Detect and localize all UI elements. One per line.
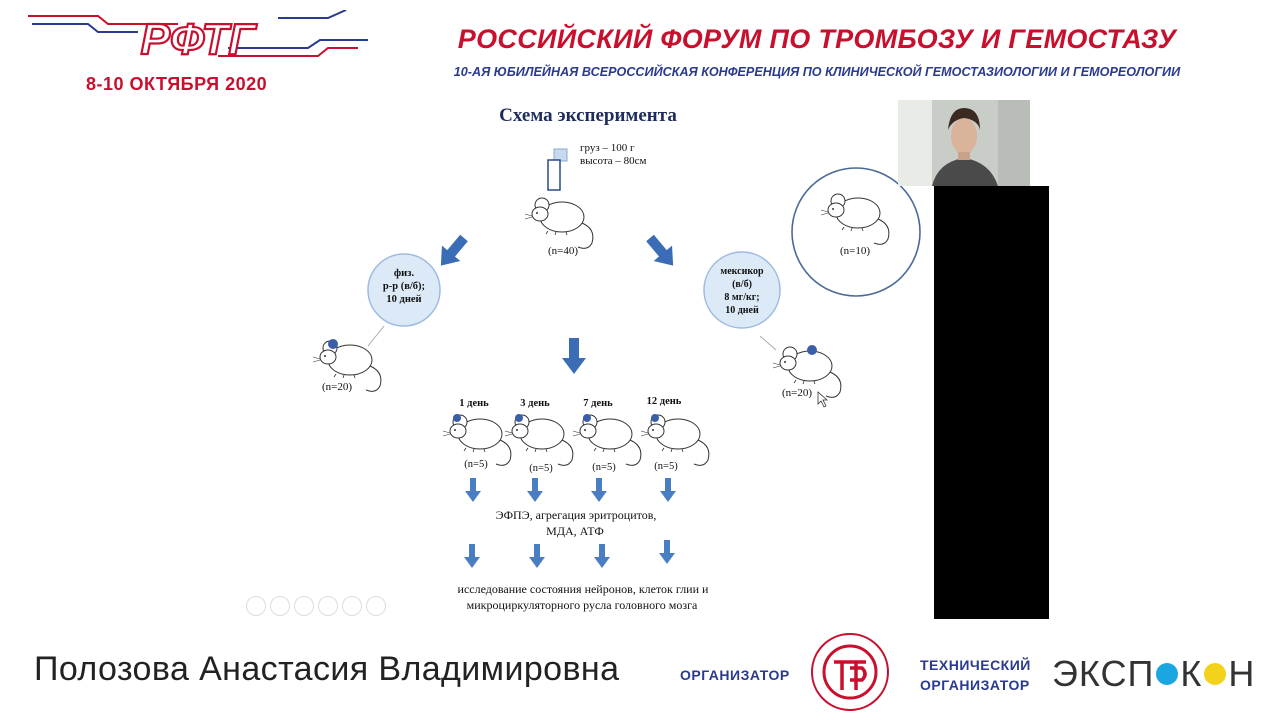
arrow-down-icon [529,544,545,568]
marker-dot [583,414,591,422]
speaker-name: Полозова Анастасия Владимировна [34,650,620,688]
day-label: 3 день [520,398,550,409]
forum-subtitle: 10-АЯ ЮБИЛЕЙНАЯ ВСЕРОССИЙСКАЯ КОНФЕРЕНЦИ… [453,65,1181,79]
left-group-count: (n=20) [322,381,352,393]
day-count: (n=5) [654,461,678,472]
expocon-logo: ЭКСП К Н [1052,652,1255,696]
day-count: (n=5) [529,463,553,474]
rat-icon [524,197,594,249]
day-label: 12 день [647,396,682,407]
arrow-down-icon [527,478,543,502]
webcam-video [898,100,1030,186]
slide-canvas: Схема эксперимента груз – 100 г высота –… [312,105,921,612]
mouse-cursor-icon [817,391,829,408]
expocon-text: ЭКСП [1052,653,1155,694]
mexicor-line: 10 дней [725,305,759,316]
tech-organizer-label: ОРГАНИЗАТОР [920,677,1030,693]
mexicor-line: 8 мг/кг; [724,292,759,303]
event-dates: 8-10 ОКТЯБРЯ 2020 [86,74,268,94]
right-group-count: (n=20) [782,387,812,399]
slide-title: Схема эксперимента [499,105,677,126]
arrow-down-icon [464,544,480,568]
arrow-down-icon [562,338,586,374]
control-circle [791,167,921,297]
saline-line: физ. [394,268,415,279]
study-text: микроциркуляторного русла головного мозг… [467,598,698,612]
height-label: высота – 80см [580,155,647,167]
prev-slide-icon[interactable] [246,596,266,616]
marker-dot [453,414,461,422]
rat-icon [442,414,512,466]
arrow-down-icon [660,478,676,502]
marker-dot [651,414,659,422]
expocon-text: К [1180,653,1203,694]
methods-text: ЭФПЭ, агрегация эритроцитов, [496,508,657,522]
arrow-down-icon [640,230,683,274]
weight-label: груз – 100 г [580,142,635,154]
tech-organizer-label: ТЕХНИЧЕСКИЙ [920,657,1031,673]
more-icon[interactable] [366,596,386,616]
control-group-count: (n=10) [840,245,870,257]
mexicor-line: мексикор [720,266,764,277]
day-column: 12 день (n=5) [640,396,710,564]
day-count: (n=5) [592,462,616,473]
arrow-down-icon [659,540,675,564]
video-black-panel [934,186,1049,619]
saline-line: р-р (в/б); [383,281,425,292]
mexicor-line: (в/б) [732,279,752,290]
connector-line [367,325,385,347]
slide-nav-icons[interactable] [246,596,386,616]
main-group-count: (n=40) [548,245,578,257]
forum-title: РОССИЙСКИЙ ФОРУМ ПО ТРОМБОЗУ И ГЕМОСТАЗУ [457,24,1177,54]
blue-dot-icon [1156,663,1179,685]
marker-dot [515,414,523,422]
yellow-dot-icon [1204,663,1227,685]
rftg-logo: РФТГ [28,10,368,62]
rat-icon [572,414,642,466]
pen-icon[interactable] [294,596,314,616]
rat-icon [640,414,710,466]
day-label: 1 день [459,398,489,409]
arrow-down-icon [591,478,607,502]
rat-icon [504,414,574,466]
mexicor-circle [703,251,781,329]
day-column: 3 день (n=5) [504,398,574,568]
day-column: 1 день (n=5) [442,398,512,568]
day-column: 7 день (n=5) [572,398,642,568]
day-count: (n=5) [464,459,488,470]
marker-dot [807,345,817,355]
next-slide-icon[interactable] [270,596,290,616]
saline-circle [367,253,441,327]
arrow-down-icon [594,544,610,568]
organizer-label: ОРГАНИЗАТОР [680,667,790,683]
saline-line: 10 дней [386,294,421,305]
logo-text: РФТГ [141,15,258,62]
expocon-text: Н [1228,653,1256,694]
day-label: 7 день [583,398,613,409]
zoom-icon[interactable] [342,596,362,616]
arrow-down-icon [465,478,481,502]
organizer-seal-logo [811,633,889,711]
connector-line [759,335,777,351]
methods-text: МДА, АТФ [546,524,604,538]
study-text: исследование состояния нейронов, клеток … [458,582,709,596]
slides-icon[interactable] [318,596,338,616]
marker-dot [328,339,338,349]
weight-icon [547,148,568,191]
arrow-down-icon [431,230,474,274]
